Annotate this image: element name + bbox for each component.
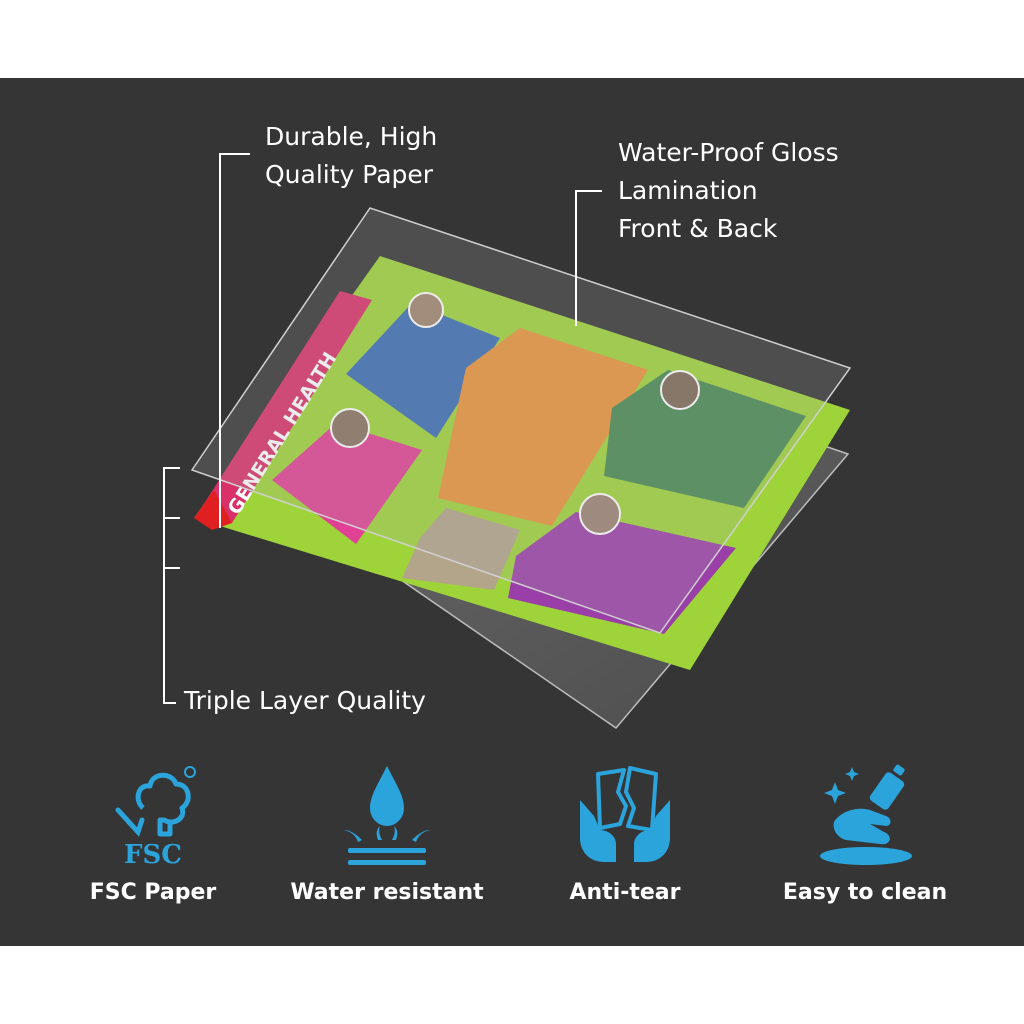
- durable-paper-callout: Durable, High Quality Paper: [265, 118, 437, 194]
- feature-easy-to-clean: Easy to clean: [745, 760, 985, 905]
- product-feature-panel: GENERAL HEALTH Durable, High Quality Pap…: [0, 78, 1024, 946]
- poster-sheet: GENERAL HEALTH: [194, 256, 850, 670]
- feature-fsc-paper: FSC FSC Paper: [33, 760, 273, 905]
- poster-photo-2: [330, 408, 370, 448]
- feature-label: Water resistant: [290, 880, 484, 905]
- torn-paper-hands-icon: [580, 766, 670, 862]
- poster-photo-1: [408, 292, 444, 328]
- durable-callout-line: [219, 153, 250, 528]
- triple-layer-callout: Triple Layer Quality: [184, 682, 426, 720]
- poster-section-pink: [272, 423, 422, 544]
- front-lamination-sheet: [190, 207, 852, 634]
- poster-photo-food: [402, 508, 520, 590]
- poster-section-green: [604, 370, 806, 508]
- durable-callout-line-1: Durable, High: [265, 122, 438, 151]
- poster-section-purple: [508, 512, 736, 634]
- feature-anti-tear: Anti-tear: [505, 760, 745, 905]
- poster-section-blue: [346, 303, 500, 438]
- water-callout-line-3: Front & Back: [618, 214, 778, 243]
- laminated-poster-illustration: GENERAL HEALTH: [163, 153, 852, 730]
- poster-photo-3: [660, 370, 700, 410]
- triple-layer-bracket: [163, 467, 180, 704]
- durable-callout-line-2: Quality Paper: [265, 160, 434, 189]
- poster-section-orange: [438, 328, 648, 526]
- water-callout-line-1: Water-Proof Gloss: [618, 138, 839, 167]
- fsc-tree-icon: FSC: [115, 766, 196, 870]
- triple-callout-text: Triple Layer Quality: [184, 686, 426, 715]
- poster-title-band: [200, 291, 372, 523]
- fsc-mark-text: FSC: [124, 840, 182, 870]
- feature-label: Anti-tear: [569, 880, 681, 905]
- feature-label: Easy to clean: [782, 880, 948, 905]
- water-drop-icon: [344, 766, 430, 865]
- cleaning-hand-icon: [820, 764, 912, 865]
- gloss-lamination-callout: Water-Proof Gloss Lamination Front & Bac…: [618, 134, 839, 248]
- water-callout-line: [575, 190, 602, 326]
- poster-photo-4: [579, 493, 621, 535]
- feature-water-resistant: Water resistant: [267, 760, 507, 905]
- feature-label: FSC Paper: [89, 880, 217, 905]
- water-callout-line-2: Lamination: [618, 176, 758, 205]
